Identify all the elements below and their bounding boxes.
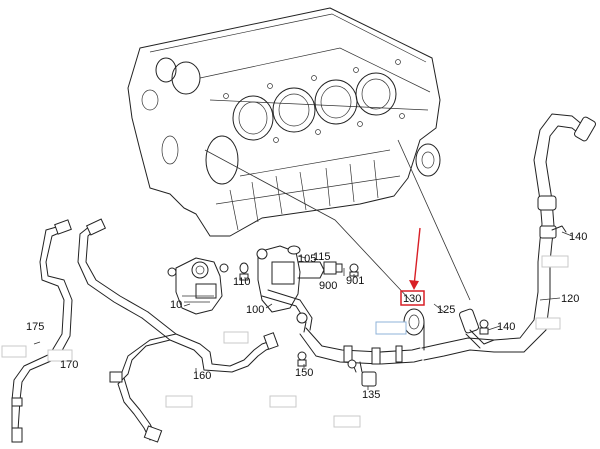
highlight-arrowhead: [409, 280, 419, 290]
lower-hose: [299, 327, 423, 387]
placeholder-box: [165, 395, 193, 408]
callout-175: 175: [26, 321, 44, 333]
callout-140-top: 140: [569, 231, 587, 243]
placeholder-box: [47, 349, 73, 362]
callout-125: 125: [437, 304, 455, 316]
callout-150: 150: [295, 367, 313, 379]
placeholder-box: [1, 345, 27, 358]
hose-120: [421, 113, 596, 361]
callout-10: 10: [170, 299, 182, 311]
placeholder-box: [269, 395, 297, 408]
callout-100: 100: [246, 304, 264, 316]
highlight-box: [400, 290, 425, 306]
callout-120: 120: [561, 293, 579, 305]
placeholder-box: [541, 255, 569, 268]
callout-160: 160: [193, 370, 211, 382]
callout-901: 901: [346, 275, 364, 287]
callout-110: 110: [233, 276, 251, 288]
placeholder-box: [535, 317, 561, 330]
placeholder-box: [333, 415, 361, 428]
placeholder-box: [223, 331, 249, 344]
callout-135: 135: [362, 389, 380, 401]
hose-160: [109, 311, 279, 443]
engine-block: [127, 7, 441, 237]
callout-140-right: 140: [497, 321, 515, 333]
highlight-arrow: [413, 227, 421, 287]
hose-170: [11, 218, 149, 443]
fitting-125: [459, 308, 495, 349]
callout-900: 900: [319, 280, 337, 292]
callout-115: 115: [313, 251, 331, 263]
placeholder-box-blue: [375, 321, 407, 335]
callout-170: 170: [60, 359, 78, 371]
callout-105: 105: [298, 253, 316, 265]
part-130: [403, 308, 425, 351]
pump-10: [167, 257, 229, 315]
callout-130: 130: [403, 293, 421, 305]
small-parts: [239, 245, 359, 367]
